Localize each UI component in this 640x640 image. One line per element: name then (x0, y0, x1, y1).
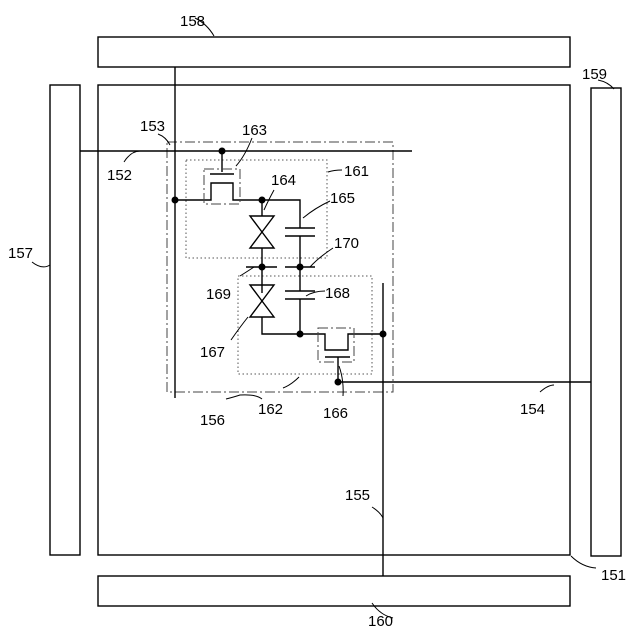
label-160: 160 (368, 613, 393, 630)
junction-dot (297, 264, 304, 271)
channel-163 (175, 183, 262, 200)
leader-155 (372, 507, 383, 518)
leader-165 (303, 201, 330, 218)
label-158: 158 (180, 13, 205, 30)
leader-168 (306, 291, 325, 296)
driver-157 (50, 85, 80, 555)
label-159: 159 (582, 66, 607, 83)
junction-dot (259, 264, 266, 271)
element-164-bottom (250, 232, 274, 248)
label-163: 163 (242, 122, 267, 139)
label-155: 155 (345, 487, 370, 504)
junction-dot (335, 379, 342, 386)
junction-dot (259, 197, 266, 204)
wire-167-down (262, 317, 300, 334)
label-162: 162 (258, 401, 283, 418)
leader-167 (231, 317, 248, 340)
driver-160 (98, 576, 570, 606)
label-167: 167 (200, 344, 225, 361)
element-164-top (250, 216, 274, 232)
junction-dot (219, 148, 226, 155)
label-156: 156 (200, 412, 225, 429)
label-165: 165 (330, 190, 355, 207)
junction-dot (172, 197, 179, 204)
leader-152 (124, 151, 140, 162)
label-161: 161 (344, 163, 369, 180)
label-154: 154 (520, 401, 545, 418)
leader-169 (240, 267, 254, 276)
label-152: 152 (107, 167, 132, 184)
block-161 (186, 160, 327, 258)
junction-dot (297, 331, 304, 338)
label-169: 169 (206, 286, 231, 303)
label-170: 170 (334, 235, 359, 252)
leader-153 (158, 134, 170, 145)
channel-166 (300, 334, 383, 350)
label-151: 151 (601, 567, 626, 584)
label-168: 168 (325, 285, 350, 302)
label-157: 157 (8, 245, 33, 262)
driver-159 (591, 88, 621, 556)
element-167-bottom (250, 301, 274, 317)
leader-162 (283, 377, 299, 388)
leader-161 (328, 170, 342, 172)
leader-157 (32, 262, 50, 267)
driver-158 (98, 37, 570, 67)
leader-151 (571, 556, 596, 568)
label-164: 164 (271, 172, 296, 189)
label-153: 153 (140, 118, 165, 135)
leader-154 (540, 385, 554, 392)
label-166: 166 (323, 405, 348, 422)
pixel-area-151 (98, 85, 570, 555)
leader-156 (226, 395, 262, 399)
junction-dot (380, 331, 387, 338)
